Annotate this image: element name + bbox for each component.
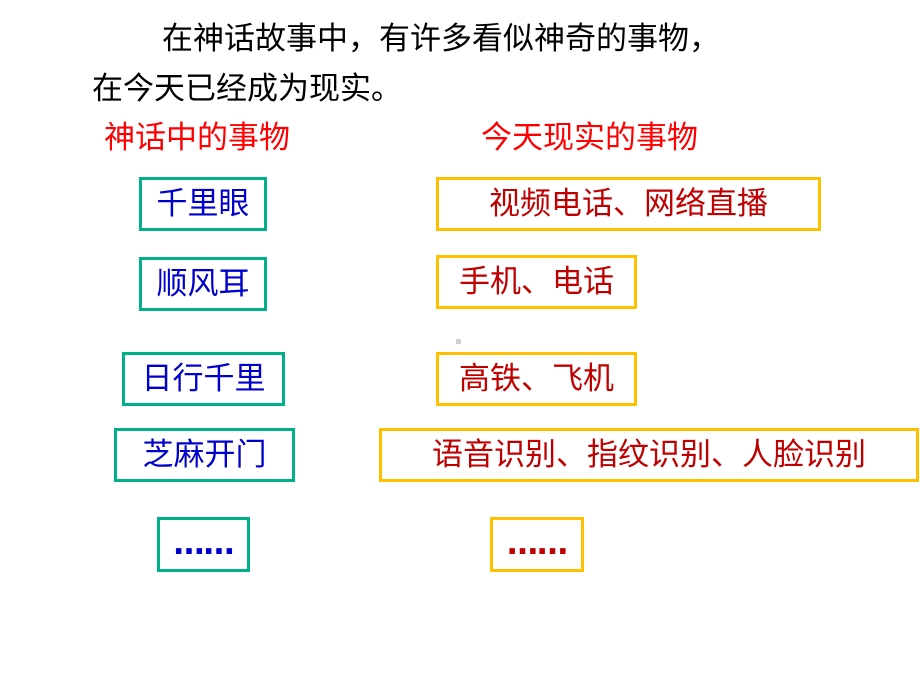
myth-item-shunfenger: 顺风耳 — [139, 257, 267, 311]
reality-item-transport: 高铁、飞机 — [436, 352, 637, 406]
center-marker — [456, 339, 461, 344]
myth-item-qianliyan: 千里眼 — [139, 177, 267, 231]
myth-item-rixingqianli: 日行千里 — [122, 352, 285, 406]
intro-paragraph: 在神话故事中，有许多看似神奇的事物， 在今天已经成为现实。 — [92, 14, 812, 114]
myth-item-ellipsis: …… — [157, 517, 250, 572]
intro-line-2: 在今天已经成为现实。 — [92, 71, 402, 107]
myth-item-zhimakaimen: 芝麻开门 — [114, 428, 295, 482]
reality-item-ellipsis: …… — [490, 517, 584, 572]
myth-column-heading: 神话中的事物 — [104, 120, 290, 156]
reality-column-heading: 今天现实的事物 — [481, 120, 698, 156]
reality-item-phone: 手机、电话 — [436, 255, 637, 309]
intro-line-1: 在神话故事中，有许多看似神奇的事物， — [162, 21, 720, 57]
reality-item-recognition: 语音识别、指纹识别、人脸识别 — [379, 428, 919, 482]
reality-item-video-call: 视频电话、网络直播 — [436, 177, 821, 231]
